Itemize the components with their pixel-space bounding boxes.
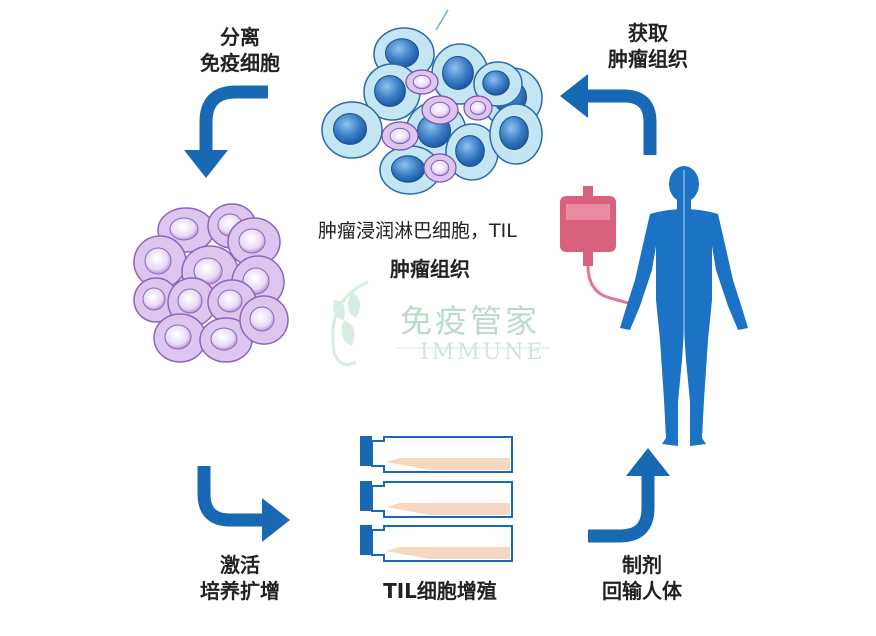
tumor-cell [321,101,383,159]
label-activate-line2: 培养扩增 [200,579,280,603]
tumor-cell [363,63,421,121]
arrow-obtain [560,74,657,155]
human-figure [620,166,748,446]
label-isolate-cells: 分离 免疫细胞 [180,24,300,76]
flask-3 [360,525,513,562]
arrow-infuse [588,448,670,543]
flask-1 [360,436,513,473]
tumor-cell [379,145,441,195]
label-isolate-line2: 免疫细胞 [200,51,280,75]
label-tumor-tissue: 肿瘤组织 [390,257,470,281]
iv-bag [560,186,633,306]
watermark-chinese: 免疫管家 [400,302,541,340]
flask-2 [360,481,513,518]
label-til-caption: 肿瘤浸润淋巴细胞，TIL [318,220,517,242]
culture-flasks [360,436,513,562]
tumor-cell [489,103,543,165]
til-cell [133,235,187,289]
til-cell [381,121,419,151]
label-til-proliferation: TIL细胞增殖 [383,579,497,603]
til-cell [423,153,457,183]
label-obtain-line1: 获取 [628,21,668,45]
til-cell [463,95,493,121]
label-isolate-line1: 分离 [220,25,260,49]
tumor-cell-cluster [321,27,543,195]
label-infuse-line1: 制剂 [622,553,662,577]
watermark-logo-icon [331,280,550,366]
til-cell [239,295,289,345]
arrow-isolate [184,85,268,178]
label-obtain-tissue: 获取 肿瘤组织 [588,20,708,72]
arrow-activate [197,466,290,542]
til-cell-cluster [133,203,289,363]
label-activate-line1: 激活 [220,553,260,577]
tumor-cell [473,61,523,107]
label-obtain-line2: 肿瘤组织 [608,47,688,71]
label-infuse-body: 制剂 回输人体 [582,552,702,604]
til-cell [405,69,439,95]
label-activate-expand: 激活 培养扩增 [180,552,300,604]
tumor-cell [445,123,499,181]
pointer-line [435,9,449,31]
watermark-english: IMMUNE [420,340,546,365]
til-cell [227,217,281,267]
til-cell [153,313,207,363]
label-infuse-line2: 回输人体 [602,579,682,603]
til-cell [421,95,459,125]
